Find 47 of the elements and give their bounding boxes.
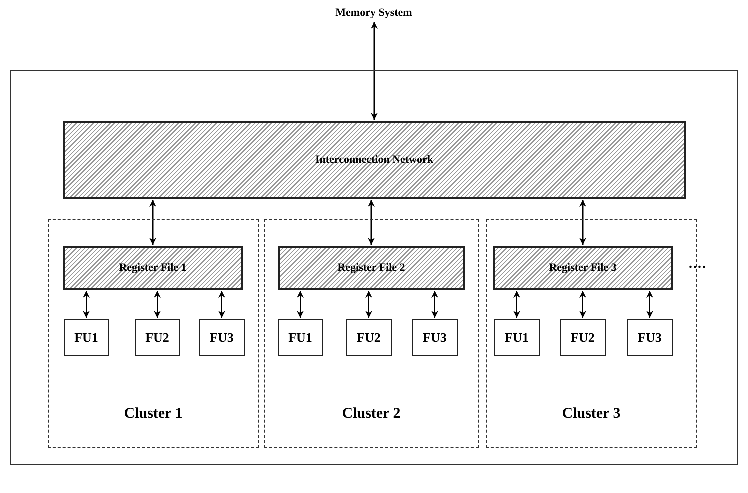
unit-box [560,319,606,356]
register-text: Register File 3 [549,262,617,274]
register-box [493,246,673,290]
double-arrow [366,290,372,318]
unit-box [627,319,673,356]
unit-text: FU2 [146,330,170,346]
cluster-box [48,219,259,448]
unit-text: FU1 [74,330,98,346]
unit-box [199,319,245,356]
network-box [63,121,686,199]
ellipsis-mark: .... [689,257,707,273]
double-arrow [368,200,375,245]
unit-text: FU3 [423,330,447,346]
register-text: Register File 1 [119,262,187,274]
double-arrow [432,290,438,318]
double-arrow [371,22,378,120]
network-text: Interconnection Network [315,154,434,166]
double-arrow [218,290,226,318]
outer-box [10,70,738,465]
double-arrow [580,200,586,245]
unit-box [64,319,109,356]
register-box [278,246,465,290]
register-text: Register File 2 [338,262,406,274]
unit-box [278,319,323,356]
cluster-text: Cluster 1 [124,406,183,423]
double-arrow [646,290,654,318]
unit-text: FU1 [505,330,529,346]
unit-text: FU2 [571,330,595,346]
unit-box [346,319,392,356]
unit-text: FU2 [357,330,381,346]
double-arrow [580,290,586,318]
double-arrow [150,200,156,245]
cluster-text: Cluster 3 [562,406,621,423]
cluster-box [264,219,479,448]
double-arrow [83,290,90,318]
unit-text: FU1 [288,330,312,346]
register-box [63,246,243,290]
node-label: Memory System [336,6,412,18]
unit-box [412,319,458,356]
unit-box [494,319,540,356]
unit-box [135,319,180,356]
double-arrow [514,290,520,318]
unit-text: FU3 [638,330,662,346]
double-arrow [297,290,304,318]
double-arrow [154,290,161,318]
unit-text: FU3 [210,330,234,346]
cluster-text: Cluster 2 [342,406,401,423]
